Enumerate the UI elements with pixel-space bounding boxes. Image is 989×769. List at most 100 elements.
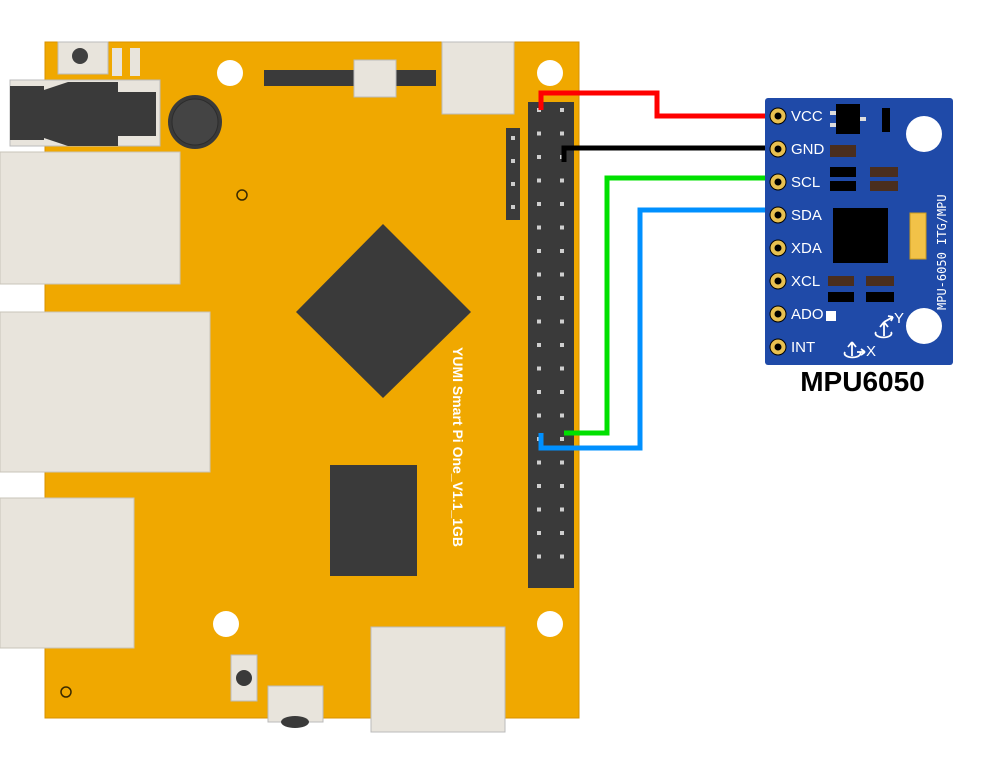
mounting-hole xyxy=(537,60,563,86)
gpio-pin xyxy=(560,296,564,300)
gpio-pin xyxy=(537,484,541,488)
ethernet-port xyxy=(0,497,135,649)
smd-resistor xyxy=(830,145,856,157)
test-pad xyxy=(60,686,72,698)
gpio-pin xyxy=(560,507,564,512)
smd-resistor xyxy=(866,292,894,302)
gpio-pin xyxy=(537,131,541,136)
gpio-pin xyxy=(560,249,564,253)
module-pin-label-int: INT xyxy=(791,339,815,356)
gpio-pin xyxy=(537,413,541,418)
wires xyxy=(538,90,780,451)
gpio-pin xyxy=(560,554,564,559)
uart-header xyxy=(506,128,520,220)
gpio-pin xyxy=(560,437,564,441)
gpio-pin xyxy=(560,319,564,324)
ram-chip xyxy=(330,465,417,576)
gpio-pin xyxy=(537,202,541,206)
gpio-pin xyxy=(537,460,541,465)
gpio-pin xyxy=(537,296,541,300)
module-pin-label-xda: XDA xyxy=(791,240,822,257)
sd-card-latch xyxy=(353,59,397,98)
gpio-pin xyxy=(560,484,564,488)
module-title: MPU6050 xyxy=(800,366,925,397)
gpio-pin xyxy=(560,531,564,535)
gpio-pin xyxy=(560,272,564,277)
gpio-pin xyxy=(537,507,541,512)
header-2pin xyxy=(112,48,122,76)
module-mount-hole xyxy=(906,116,942,152)
smd-resistor xyxy=(830,167,856,177)
test-pad xyxy=(236,189,248,201)
gpio-pin xyxy=(537,155,541,159)
power-connector xyxy=(441,41,515,115)
board-label: YUMI Smart Pi One_V1.1_1GB xyxy=(450,347,466,547)
module-pin-hole xyxy=(774,343,782,351)
axis-icon xyxy=(843,315,894,359)
mounting-hole xyxy=(537,611,563,637)
smd-resistor xyxy=(870,167,898,177)
gnd-wire xyxy=(561,145,780,162)
gpio-pin xyxy=(537,272,541,277)
gpio-pin xyxy=(560,413,564,418)
scl-wire xyxy=(564,175,780,436)
gpio-pin xyxy=(537,178,541,183)
module-pin-hole xyxy=(774,178,782,186)
gpio-pin xyxy=(537,319,541,324)
usb-dot xyxy=(72,48,88,64)
crystal xyxy=(909,212,927,260)
smd-resistor xyxy=(828,276,854,286)
audio-jack xyxy=(9,79,161,147)
gpio-pin xyxy=(537,249,541,253)
usb-port-top xyxy=(0,151,181,285)
module-pin-hole xyxy=(774,112,782,120)
dc-jack xyxy=(267,685,324,723)
gpio-pin xyxy=(537,343,541,347)
gpio-pin xyxy=(537,366,541,371)
gpio-pin xyxy=(560,178,564,183)
module-pin-hole xyxy=(774,145,782,153)
gpio-pin xyxy=(537,531,541,535)
smd-component xyxy=(882,108,890,132)
module-pin-label-xcl: XCL xyxy=(791,273,820,290)
module-pin-hole xyxy=(774,310,782,318)
sda-wire xyxy=(538,207,780,451)
mounting-hole xyxy=(217,60,243,86)
module-pin-hole xyxy=(774,211,782,219)
reset-button xyxy=(236,670,252,686)
gpio-pin xyxy=(560,108,564,112)
module-pin-label-vcc: VCC xyxy=(791,108,823,125)
gpio-pin xyxy=(560,225,564,230)
header-2pin xyxy=(130,48,140,76)
smd-resistor xyxy=(828,292,854,302)
yumi-smart-pi-board: YUMI Smart Pi One_V1.1_1GB xyxy=(0,41,580,733)
gpio-pin xyxy=(537,225,541,230)
module-pin-hole xyxy=(774,244,782,252)
module-silkscreen: MPU-6050 ITG/MPU xyxy=(935,194,949,310)
gpio-pin xyxy=(560,131,564,136)
axis-x-label: X xyxy=(866,343,876,360)
gpio-pin xyxy=(560,343,564,347)
voltage-regulator xyxy=(836,104,860,134)
gpio-pin xyxy=(537,390,541,394)
module-mount-hole xyxy=(906,308,942,344)
mounting-hole xyxy=(213,611,239,637)
sd-card-slot xyxy=(264,70,436,86)
gpio-pin xyxy=(560,202,564,206)
module-pin-label-sda: SDA xyxy=(791,207,822,224)
module-pin-label-ado: ADO xyxy=(791,306,824,323)
usb-port-middle xyxy=(0,311,211,473)
smd-resistor xyxy=(870,181,898,191)
smd-resistor xyxy=(830,181,856,191)
soc-chip xyxy=(296,224,471,398)
gpio-pin xyxy=(560,366,564,371)
gpio-header xyxy=(528,102,574,588)
gpio-pin xyxy=(560,460,564,465)
module-pin-hole xyxy=(774,277,782,285)
mpu-chip xyxy=(833,208,888,263)
vcc-wire xyxy=(538,90,780,119)
